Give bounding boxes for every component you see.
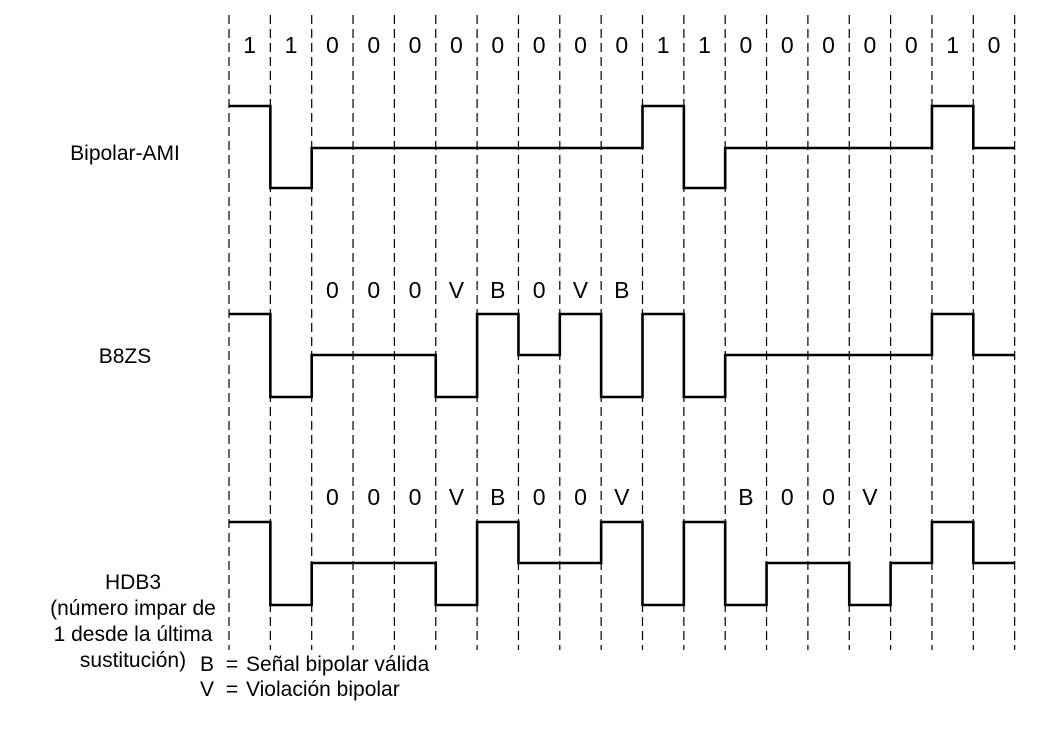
annotation-hdb3: 0 xyxy=(781,484,794,510)
row-label-line: sustitución) xyxy=(79,649,187,672)
annotation-hdb3: V xyxy=(449,484,465,510)
bit-value: 0 xyxy=(450,32,463,58)
legend-equals: = xyxy=(225,653,239,676)
waveform-hdb3 xyxy=(229,520,1015,607)
bit-value: 0 xyxy=(326,32,339,58)
legend-symbol: V xyxy=(200,678,215,701)
annotation-hdb3: 0 xyxy=(409,484,422,510)
bit-sequence: 1 1 0 0 0 0 0 0 0 0 1 1 0 0 0 0 0 1 0 xyxy=(243,32,1000,58)
annotation-hdb3: 0 xyxy=(367,484,380,510)
bit-value: 1 xyxy=(243,32,256,58)
bit-value: 0 xyxy=(491,32,504,58)
annotation-hdb3: 0 xyxy=(822,484,835,510)
bit-value: 0 xyxy=(781,32,794,58)
row-label-line: HDB3 xyxy=(104,571,162,594)
bit-boundary-grid xyxy=(228,15,1016,650)
legend-symbol: B xyxy=(200,653,215,676)
annotation-b8zs: 0 xyxy=(409,277,422,303)
waveforms xyxy=(229,104,1015,607)
annotation-b8zs: V xyxy=(449,277,465,303)
bit-value: 0 xyxy=(574,32,587,58)
waveform-b8zs xyxy=(229,312,1015,399)
annotation-b8zs: 0 xyxy=(326,277,339,303)
row-label-b8zs: B8ZS xyxy=(40,344,210,369)
legend-text: Violación bipolar xyxy=(246,678,400,701)
bit-value: 1 xyxy=(698,32,711,58)
bit-value: 1 xyxy=(285,32,298,58)
bit-value: 0 xyxy=(988,32,1001,58)
annotation-hdb3: V xyxy=(614,484,630,510)
legend: B = Señal bipolar válida V = Violación bipol… xyxy=(200,652,429,702)
bit-value: 1 xyxy=(657,32,670,58)
bit-value: 1 xyxy=(946,32,959,58)
annotation-hdb3: B xyxy=(490,484,505,510)
bit-value: 0 xyxy=(905,32,918,58)
annotation-b8zs: 0 xyxy=(533,277,546,303)
bit-value: 0 xyxy=(822,32,835,58)
annotation-hdb3: 0 xyxy=(533,484,546,510)
bit-value: 0 xyxy=(533,32,546,58)
bit-value: 0 xyxy=(739,32,752,58)
legend-text: Señal bipolar válida xyxy=(246,653,430,676)
legend-item-v: V = Violación bipolar xyxy=(200,677,429,702)
bit-value: 0 xyxy=(409,32,422,58)
annotation-hdb3: V xyxy=(862,484,878,510)
bit-value: 0 xyxy=(615,32,628,58)
bit-value: 0 xyxy=(864,32,877,58)
row-label-hdb3: HDB3 (número impar de 1 desde la última … xyxy=(38,570,228,674)
annotation-b8zs: B xyxy=(614,277,629,303)
waveform-ami xyxy=(229,104,1015,190)
annotation-b8zs: 0 xyxy=(367,277,380,303)
annotation-hdb3: 0 xyxy=(574,484,587,510)
row-label-bipolar-ami: Bipolar-AMI xyxy=(40,141,210,166)
annotation-hdb3: 0 xyxy=(326,484,339,510)
annotation-b8zs: V xyxy=(573,277,589,303)
annotation-hdb3: B xyxy=(738,484,753,510)
row-label-line: B8ZS xyxy=(98,345,152,368)
legend-equals: = xyxy=(225,678,239,701)
row-label-line: 1 desde la última xyxy=(53,623,213,646)
legend-item-b: B = Señal bipolar válida xyxy=(200,652,429,677)
row-label-line: (número impar de xyxy=(50,597,216,620)
annotation-b8zs: B xyxy=(490,277,505,303)
bit-value: 0 xyxy=(367,32,380,58)
row-label-line: Bipolar-AMI xyxy=(70,142,180,165)
